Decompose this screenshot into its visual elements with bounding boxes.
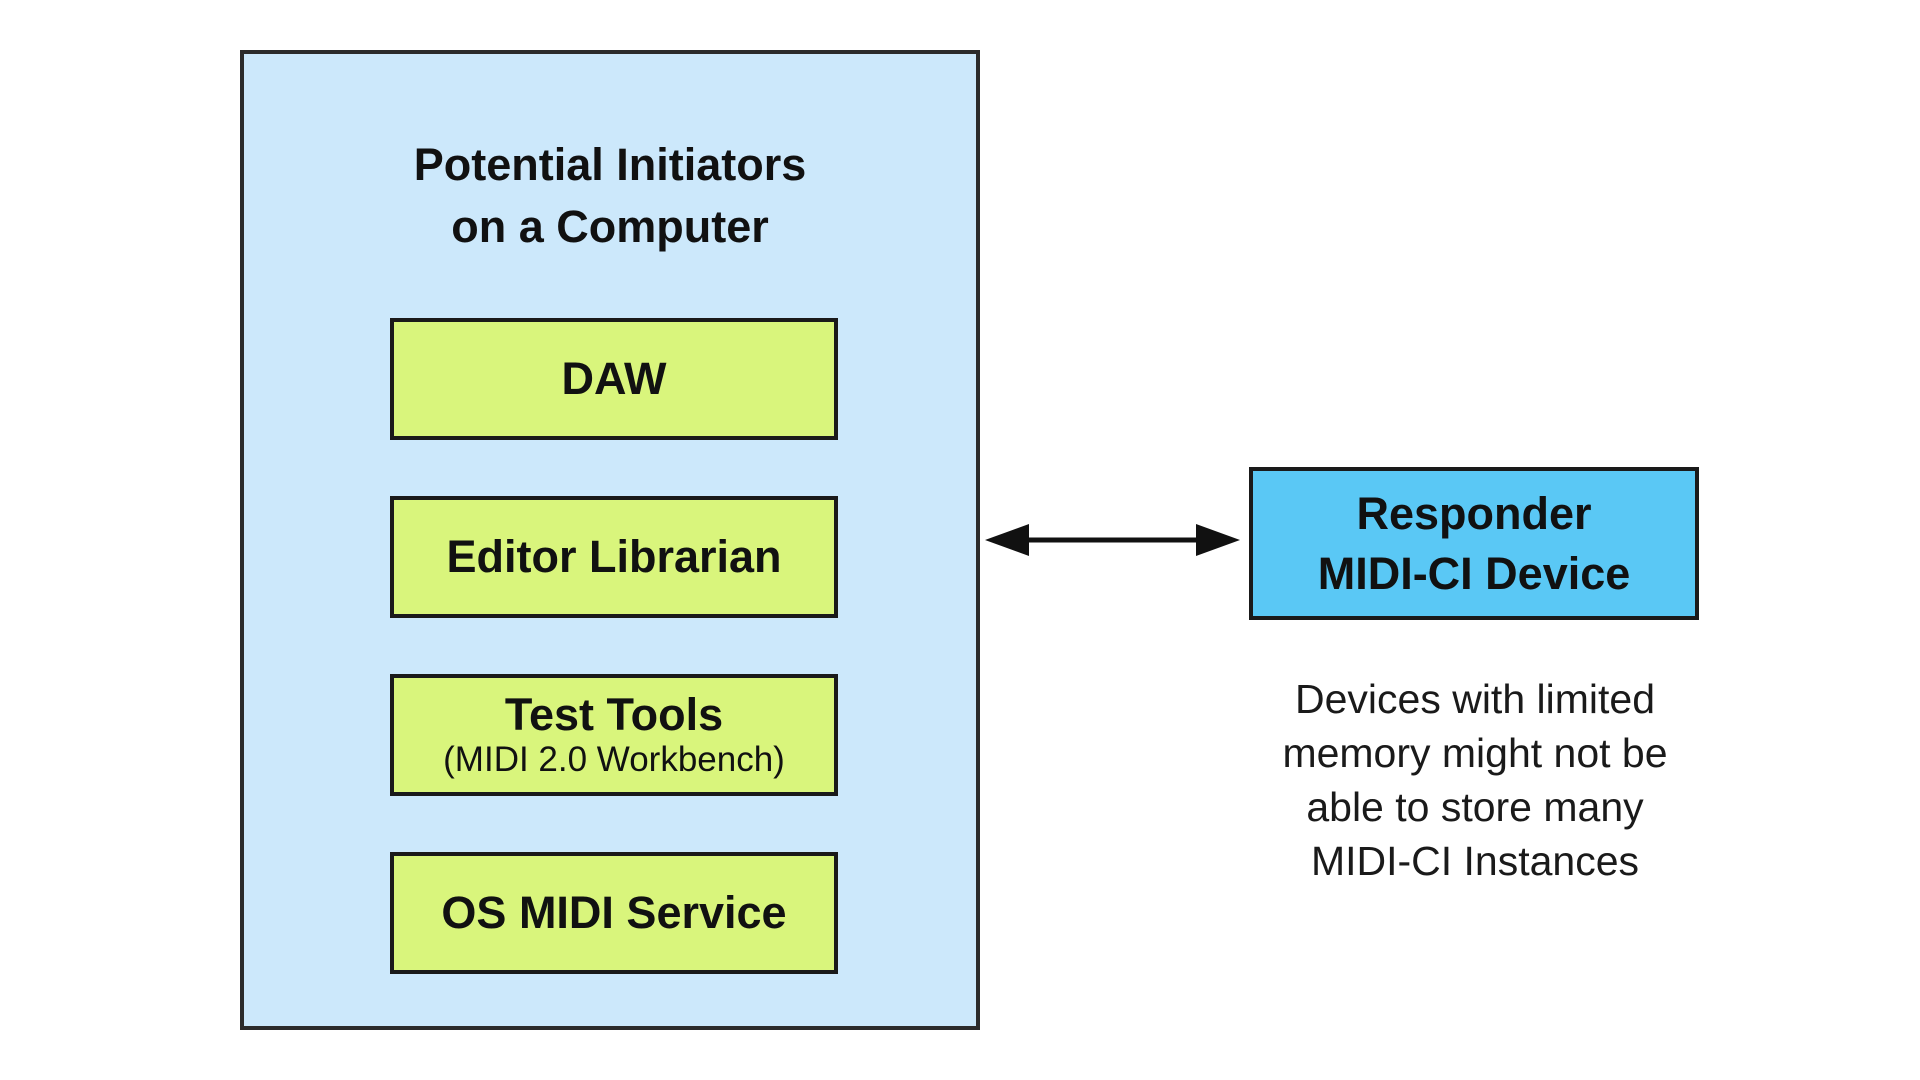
arrow-head-right	[1196, 524, 1240, 556]
arrow-head-left	[985, 524, 1029, 556]
initiator-label: Editor Librarian	[446, 531, 782, 582]
initiator-label: OS MIDI Service	[441, 887, 787, 938]
responder-line1: Responder	[1356, 487, 1592, 539]
note-line3: able to store many	[1306, 784, 1644, 830]
responder-box: Responder MIDI-CI Device	[1249, 467, 1699, 620]
initiator-label: DAW	[561, 353, 667, 404]
responder-note: Devices with limited memory might not be…	[1230, 672, 1720, 888]
initiator-box-daw: DAW	[390, 318, 838, 440]
initiator-box-test-tools: Test Tools (MIDI 2.0 Workbench)	[390, 674, 838, 796]
initiators-title-line2: on a Computer	[451, 201, 769, 252]
initiator-box-editor-librarian: Editor Librarian	[390, 496, 838, 618]
initiators-container: Potential Initiators on a Computer DAW E…	[240, 50, 980, 1030]
initiator-box-os-midi-service: OS MIDI Service	[390, 852, 838, 974]
note-line4: MIDI-CI Instances	[1310, 838, 1640, 884]
note-line2: memory might not be	[1282, 730, 1668, 776]
initiators-title-line1: Potential Initiators	[413, 139, 807, 190]
initiator-sublabel: (MIDI 2.0 Workbench)	[443, 740, 785, 779]
initiator-label: Test Tools	[504, 689, 724, 740]
responder-line2: MIDI-CI Device	[1317, 547, 1631, 599]
initiators-title: Potential Initiators on a Computer	[244, 134, 976, 258]
note-line1: Devices with limited	[1295, 676, 1655, 722]
bidirectional-arrow	[985, 524, 1240, 556]
